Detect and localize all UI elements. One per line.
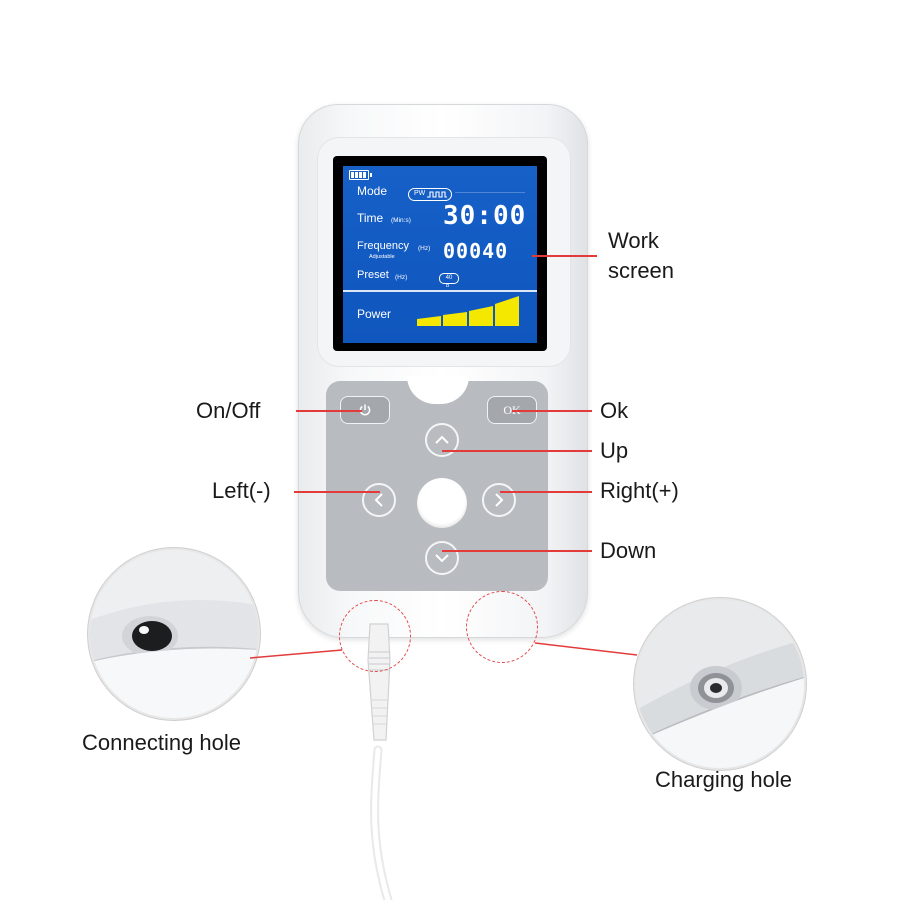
left-label: Left(-) [212, 478, 271, 503]
chevron-right-icon [495, 493, 504, 507]
connecting-hole-image [90, 550, 258, 718]
frequency-unit: (Hz) [418, 245, 431, 252]
power-bar-2 [443, 312, 467, 326]
preset-value: 40 [445, 275, 453, 281]
right-button[interactable] [482, 483, 516, 517]
chevron-down-icon [435, 554, 449, 563]
preset-unit: (Hz) [395, 274, 408, 281]
ok-label: Ok [600, 398, 629, 423]
work-screen: Mode PW Time (Min:s) 30:00 Frequency (Hz… [333, 156, 547, 351]
connecting-hole-zoom [88, 548, 260, 720]
down-button[interactable] [425, 541, 459, 575]
time-value: 30:00 [443, 201, 527, 231]
mode-label: Mode [357, 184, 388, 198]
work-screen-label-line1: Work [608, 228, 659, 253]
preset-label: Preset [357, 269, 389, 281]
center-button[interactable] [417, 478, 467, 528]
preset-sub: B [446, 283, 450, 289]
power-button[interactable] [340, 396, 390, 424]
connecting-hole-marker [339, 600, 411, 672]
down-leader [442, 550, 592, 552]
work-screen-label-line2: screen [608, 258, 675, 283]
left-leader [294, 491, 380, 493]
mode-pill-text: PW [414, 190, 426, 197]
power-bar-1 [417, 316, 441, 326]
preset-indicator: 40 [439, 273, 459, 284]
power-label: Power [357, 307, 392, 321]
on-off-leader [296, 410, 362, 412]
power-bar-4 [495, 296, 519, 326]
connecting-hole-label: Connecting hole [82, 730, 242, 755]
mode-indicator: PW [408, 188, 452, 201]
down-label: Down [600, 538, 657, 563]
lcd-divider [343, 290, 537, 292]
time-unit: (Min:s) [391, 217, 411, 224]
left-button[interactable] [362, 483, 396, 517]
power-bar-3 [469, 306, 493, 326]
connecting-hole-leader [250, 649, 343, 659]
pulse-wave-icon [427, 191, 447, 198]
up-label: Up [600, 438, 629, 463]
chevron-up-icon [435, 435, 449, 444]
charging-hole-label: Charging hole [655, 767, 792, 792]
charging-hole-zoom [634, 598, 806, 770]
chevron-left-icon [374, 493, 383, 507]
time-label: Time [357, 211, 384, 225]
power-icon [359, 404, 371, 416]
power-level-bars [417, 296, 519, 326]
work-screen-leader [532, 255, 597, 257]
charging-hole-marker [466, 591, 538, 663]
up-button[interactable] [425, 423, 459, 457]
frequency-value: 00040 [443, 239, 509, 263]
ok-button-label: OK [503, 403, 520, 418]
frequency-sub: Adjustable [369, 254, 395, 260]
right-label: Right(+) [600, 478, 679, 503]
frequency-label: Frequency [357, 240, 409, 252]
ok-leader [512, 410, 592, 412]
right-leader [500, 491, 592, 493]
up-leader [442, 450, 592, 452]
lcd-display: Mode PW Time (Min:s) 30:00 Frequency (Hz… [343, 166, 537, 343]
on-off-label: On/Off [196, 398, 261, 423]
battery-icon [349, 170, 372, 180]
charging-hole-leader [535, 642, 638, 656]
charging-hole-image [636, 600, 804, 768]
